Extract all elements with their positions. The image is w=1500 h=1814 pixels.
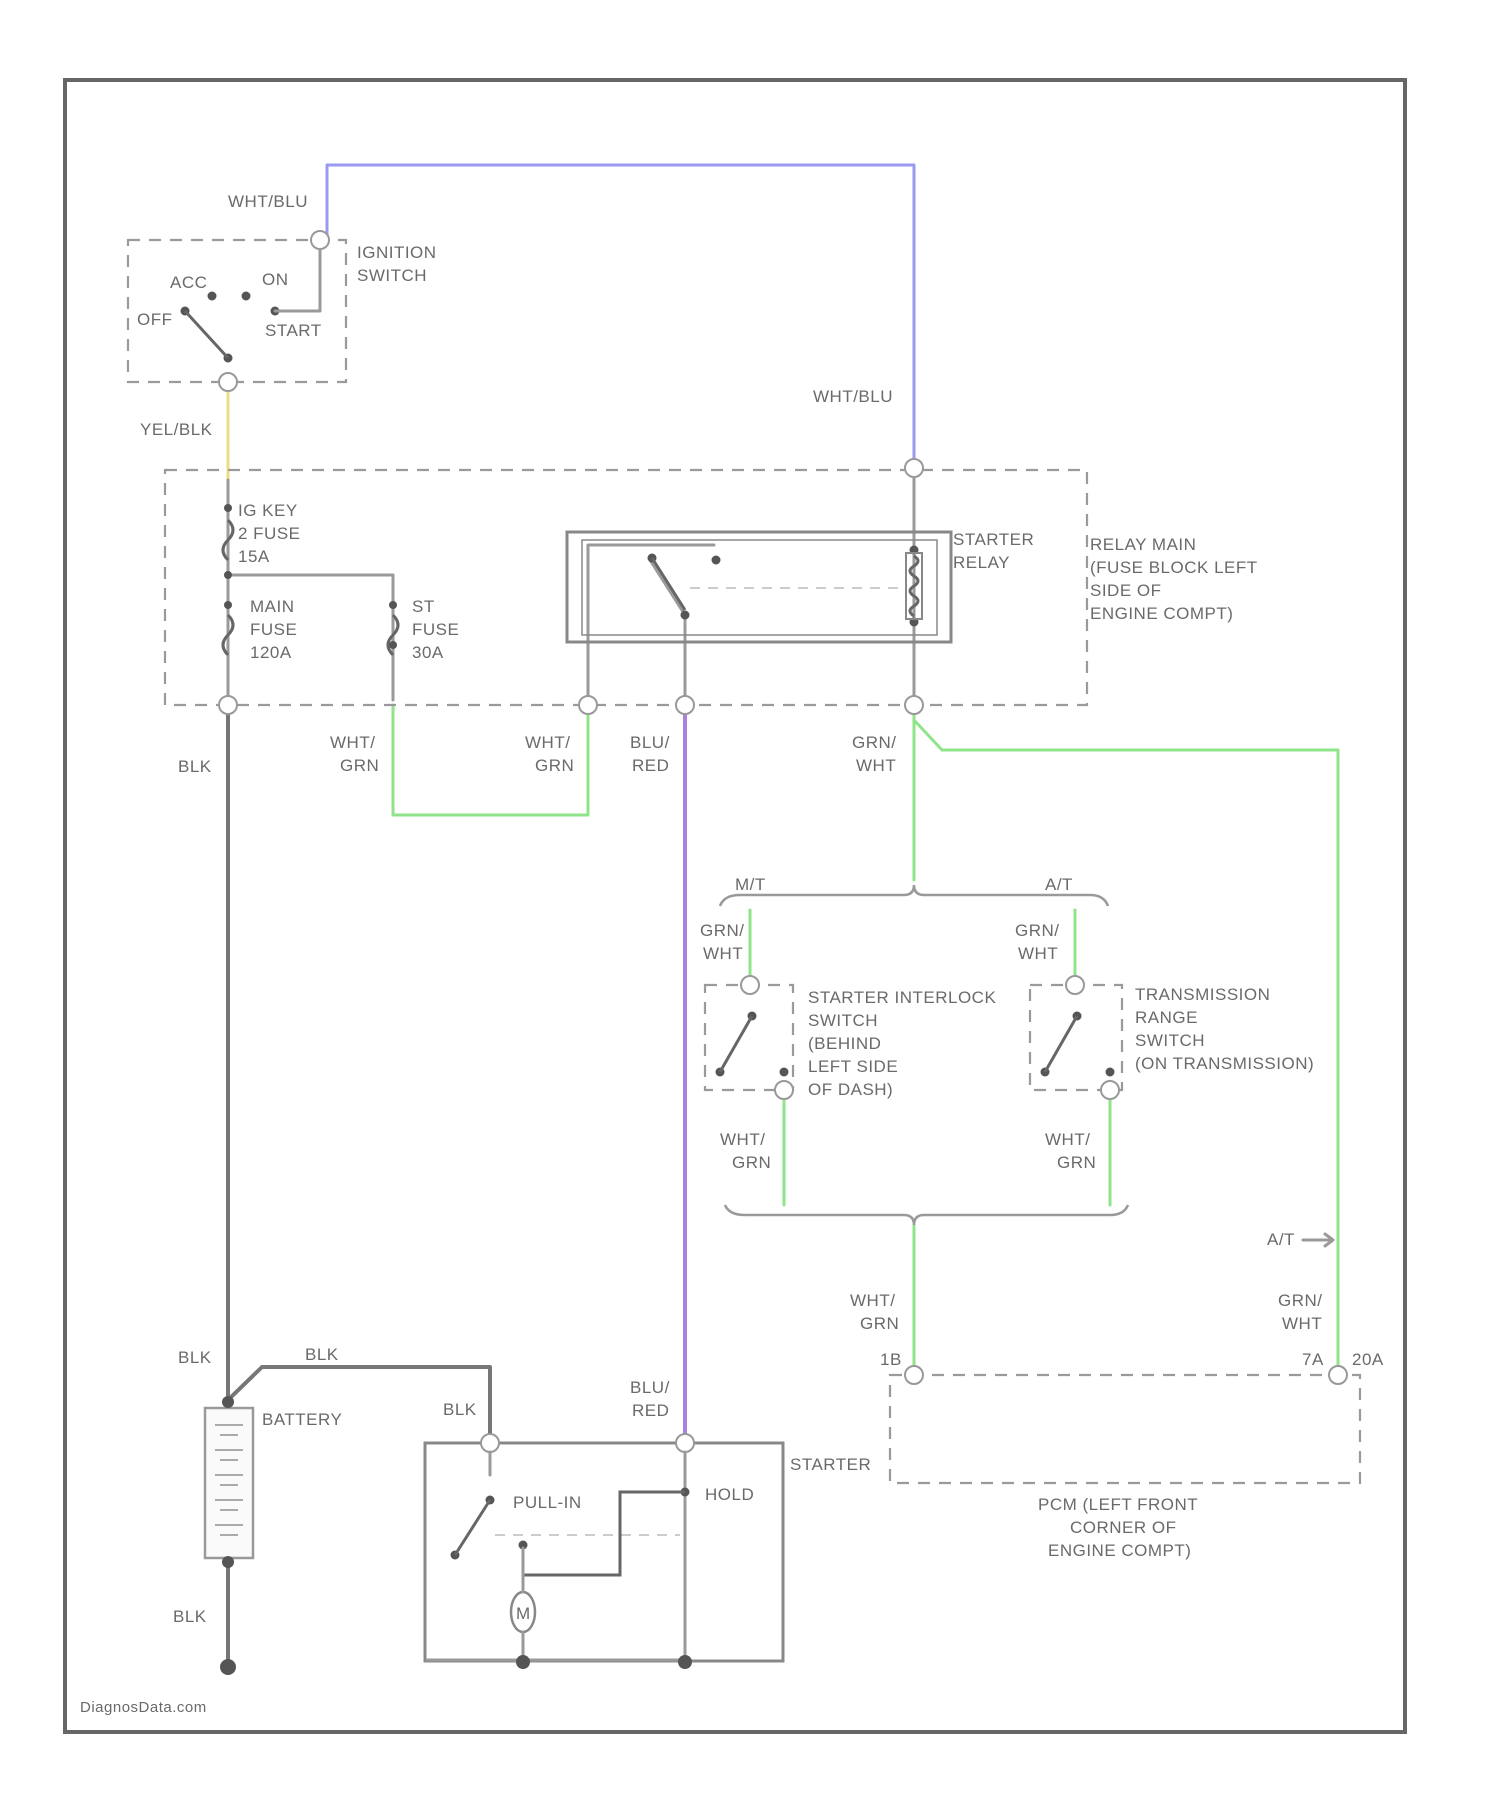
starter-relay-coil <box>906 546 922 627</box>
mt-out-wire-line-2: GRN <box>732 1153 771 1172</box>
pcm-line-2: CORNER OF <box>1070 1518 1177 1537</box>
starter-box <box>425 1443 783 1661</box>
starter-label: STARTER <box>790 1455 871 1474</box>
relay-main-top-wire: WHT/BLU <box>813 387 893 406</box>
wire-blu-red-line-2: RED <box>632 756 669 775</box>
ignition-switch-title-1: IGNITION <box>357 243 437 262</box>
wire-wht-grn-1-line-2: GRN <box>340 756 379 775</box>
interlock-line-3: (BEHIND <box>808 1034 881 1053</box>
blk-starter-label: BLK <box>443 1400 477 1419</box>
starter-motor-label: M <box>516 1604 531 1623</box>
relay-main-title-1: RELAY MAIN <box>1090 535 1196 554</box>
at-out-wire-line-2: GRN <box>1057 1153 1096 1172</box>
wire-grn-wht-line-1: GRN/ <box>852 733 897 752</box>
fuse-st-line-3: 30A <box>412 643 444 662</box>
brace-bottom <box>725 1205 1128 1225</box>
fuse-ig-key-line-1: IG KEY <box>238 501 298 520</box>
wire-wht-grn-2-line-1: WHT/ <box>525 733 570 752</box>
ignition-top-wire-label: WHT/BLU <box>228 192 308 211</box>
starter-pull-in-label: PULL-IN <box>513 1493 582 1512</box>
at-arrow <box>1303 1234 1333 1246</box>
fuse-main-line-1: MAIN <box>250 597 295 616</box>
fuse-ig-key-line-2: 2 FUSE <box>238 524 301 543</box>
battery-symbol <box>205 1396 253 1568</box>
at-arrow-label: A/T <box>1267 1230 1295 1249</box>
wht-grn-bottom-line-2: GRN <box>860 1314 899 1333</box>
pcm-pin-left: 1B <box>880 1350 902 1369</box>
ground-wire-label: BLK <box>173 1607 207 1626</box>
branch-mt-label: M/T <box>735 875 766 894</box>
pcm-pin-mid: 7A <box>1302 1350 1324 1369</box>
wire-wht-blu <box>327 165 914 468</box>
blu-red-lower-line-2: RED <box>632 1401 669 1420</box>
starter-hold-label: HOLD <box>705 1485 754 1504</box>
range-switch-line-3: SWITCH <box>1135 1031 1205 1050</box>
branch-mt-wire-line-2: WHT <box>703 944 743 963</box>
interlock-line-4: LEFT SIDE <box>808 1057 898 1076</box>
wire-wht-grn-1-line-1: WHT/ <box>330 733 375 752</box>
starter-internals <box>427 1434 694 1669</box>
range-switch-line-2: RANGE <box>1135 1008 1198 1027</box>
starter-relay-title-2: RELAY <box>953 553 1010 572</box>
fuse-st-line-2: FUSE <box>412 620 459 639</box>
starter-relay-inner <box>582 540 937 635</box>
fuse-main-line-3: 120A <box>250 643 292 662</box>
wire-grn-wht-trunk <box>914 710 1338 1375</box>
ignition-pos-acc: ACC <box>170 273 207 292</box>
branch-at-label: A/T <box>1045 875 1073 894</box>
pcm-pin-right: 20A <box>1352 1350 1384 1369</box>
pcm-line-3: ENGINE COMPT) <box>1048 1541 1191 1560</box>
range-switch-symbol <box>1041 976 1120 1099</box>
relay-main-box <box>165 470 1087 705</box>
yel-blk-wire-label: YEL/BLK <box>140 420 213 439</box>
branch-at-wire-line-1: GRN/ <box>1015 921 1060 940</box>
interlock-switch-symbol <box>716 976 794 1099</box>
ignition-switch-title-2: SWITCH <box>357 266 427 285</box>
ignition-switch-contacts <box>181 245 321 363</box>
starter-relay-switch <box>648 554 906 620</box>
wire-blk-label: BLK <box>178 757 212 776</box>
pcm-box <box>890 1375 1360 1483</box>
interlock-line-5: OF DASH) <box>808 1080 893 1099</box>
blu-red-lower-line-1: BLU/ <box>630 1378 670 1397</box>
wire-grn-wht-line-2: WHT <box>856 756 896 775</box>
wire-wht-grn-2-line-2: GRN <box>535 756 574 775</box>
fuse-ig-key-line-3: 15A <box>238 547 270 566</box>
branch-at-wire-line-2: WHT <box>1018 944 1058 963</box>
fuse-st-line-1: ST <box>412 597 435 616</box>
watermark: DiagnosData.com <box>80 1699 207 1716</box>
ignition-pos-start: START <box>265 321 322 340</box>
relay-main-title-3: SIDE OF <box>1090 581 1162 600</box>
blk-bottom-label: BLK <box>178 1348 212 1367</box>
battery-label: BATTERY <box>262 1410 342 1429</box>
blk-mid-label: BLK <box>305 1345 339 1364</box>
grn-wht-bottom-line-1: GRN/ <box>1278 1291 1323 1310</box>
range-switch-line-1: TRANSMISSION <box>1135 985 1270 1004</box>
relay-main-title-4: ENGINE COMPT) <box>1090 604 1233 623</box>
relay-main-title-2: (FUSE BLOCK LEFT <box>1090 558 1258 577</box>
range-switch-line-4: (ON TRANSMISSION) <box>1135 1054 1314 1073</box>
wire-blu-red-line-1: BLU/ <box>630 733 670 752</box>
ignition-pos-off: OFF <box>137 310 173 329</box>
wire-relay-internal <box>588 468 914 700</box>
interlock-line-2: SWITCH <box>808 1011 878 1030</box>
fuse-main-line-2: FUSE <box>250 620 297 639</box>
at-out-wire-line-1: WHT/ <box>1045 1130 1090 1149</box>
interlock-line-1: STARTER INTERLOCK <box>808 988 996 1007</box>
pcm-line-1: PCM (LEFT FRONT <box>1038 1495 1198 1514</box>
wht-grn-bottom-line-1: WHT/ <box>850 1291 895 1310</box>
starter-relay-title-1: STARTER <box>953 530 1034 549</box>
mt-out-wire-line-1: WHT/ <box>720 1130 765 1149</box>
grn-wht-bottom-line-2: WHT <box>1282 1314 1322 1333</box>
branch-mt-wire-line-1: GRN/ <box>700 921 745 940</box>
ignition-pos-on: ON <box>262 270 289 289</box>
ground-point <box>220 1659 236 1675</box>
